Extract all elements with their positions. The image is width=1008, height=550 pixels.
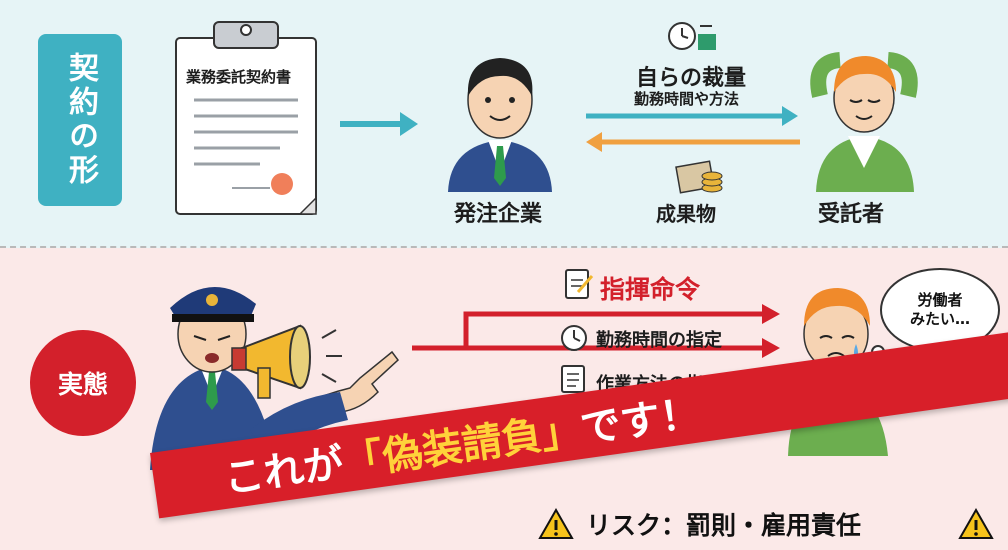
commands-title: 指揮命令 <box>600 275 701 304</box>
contractor-label: 受託者 <box>818 202 885 227</box>
reality-label: 実態 <box>30 330 136 436</box>
risk-text: リスク：罰則・雇用責任 <box>586 511 862 540</box>
contract-document-icon <box>175 21 317 215</box>
warning-icon-left <box>538 507 574 539</box>
discretion-subtitle: 勤務時間や方法 <box>634 90 740 108</box>
thought-line-2: みたい… <box>909 310 970 328</box>
command-arrows-icon <box>412 304 780 358</box>
document-title: 業務委託契約書 <box>186 68 292 86</box>
discretion-title: 自らの裁量 <box>636 66 747 91</box>
thought-line-1: 労働者 <box>917 291 963 310</box>
contractor-avatar <box>810 52 918 192</box>
banner-suffix: です！ <box>577 390 703 453</box>
clock-icon-2 <box>561 325 587 351</box>
contract-label: 契約の形 <box>38 34 122 206</box>
client-label: 発注企業 <box>454 202 543 227</box>
work-hours-label: 勤務時間の指定 <box>596 330 722 351</box>
warning-icon-right <box>958 507 994 539</box>
banner-prefix: これが <box>221 440 347 503</box>
instruction-document-icon <box>565 269 594 299</box>
megaphone-icon <box>231 324 342 399</box>
client-avatar <box>448 58 552 192</box>
section-divider <box>0 246 1008 248</box>
clock-icon <box>668 22 716 50</box>
deliverable-label: 成果物 <box>656 202 716 226</box>
method-document-icon <box>561 365 585 393</box>
deliverable-icon <box>675 160 723 194</box>
discretion-arrow-icon <box>586 106 798 126</box>
arrow-right-icon <box>340 112 418 136</box>
deliverable-arrow-icon <box>586 132 800 152</box>
